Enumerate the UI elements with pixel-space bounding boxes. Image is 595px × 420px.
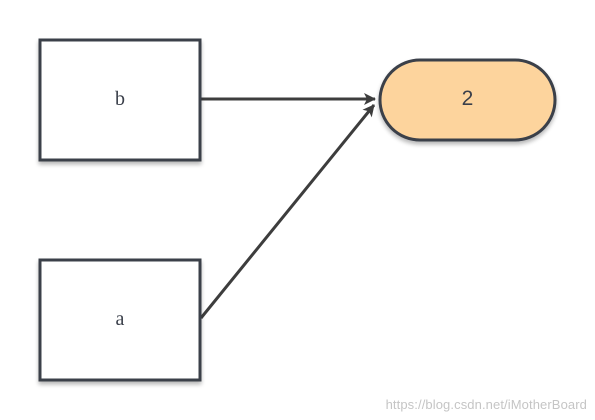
node-2-pill [378,58,557,142]
watermark-text: https://blog.csdn.net/iMotherBoard [385,397,587,412]
node-a[interactable]: a [38,258,202,382]
node-2[interactable]: 2 [378,58,557,142]
node-b-box [38,38,202,162]
edge-a-to-2 [199,104,376,319]
node-2-label: 2 [462,87,474,110]
node-b-label: b [115,88,125,110]
node-a-box [38,258,202,382]
node-b[interactable]: b [38,38,202,162]
node-a-label: a [116,308,125,330]
